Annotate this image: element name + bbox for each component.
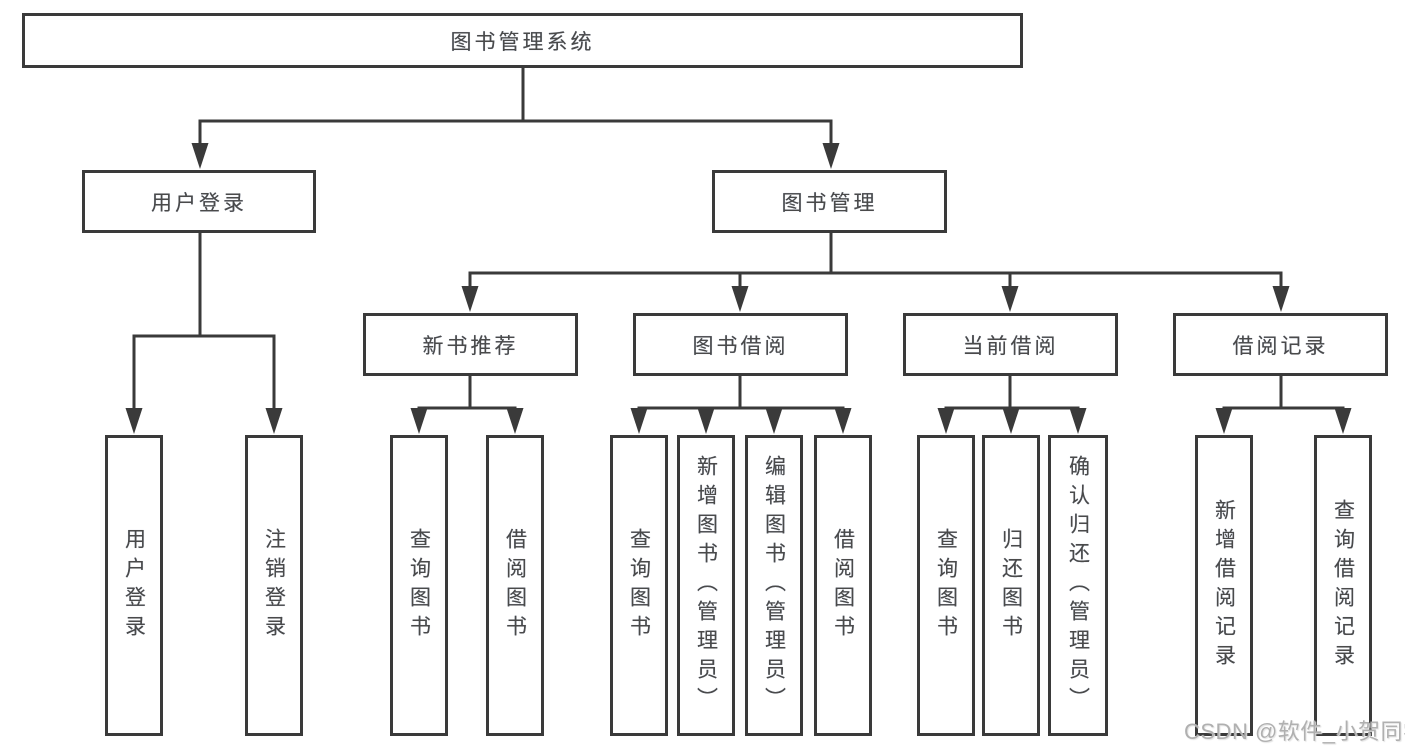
node-label: 借阅图书 <box>503 527 527 644</box>
node-label: 用户登录 <box>122 527 146 644</box>
leaf-nbr-query-books: 查询图书 <box>390 435 448 736</box>
node-label: 当前借阅 <box>962 334 1059 358</box>
csdn-watermark: CSDN @软件_小贺同学 <box>1184 719 1405 744</box>
node-label: 注销登录 <box>262 527 286 644</box>
node-label: 新增图书（管理员） <box>694 455 718 716</box>
leaf-logout: 注销登录 <box>245 435 303 736</box>
node-label: 确认归还（管理员） <box>1066 455 1090 716</box>
node-label: 图书管理 <box>781 191 878 215</box>
connector-borrow-records-to-leaves <box>1222 374 1345 410</box>
leaf-cb-query-books: 查询图书 <box>917 435 975 736</box>
node-label: 查询图书 <box>627 527 651 644</box>
arrowheads <box>125 143 1352 434</box>
node-label: 查询图书 <box>934 527 958 644</box>
node-label: 新书推荐 <box>422 334 519 358</box>
node-user-login: 用户登录 <box>82 170 316 233</box>
node-label: 借阅记录 <box>1232 334 1329 358</box>
node-new-book-recommend: 新书推荐 <box>363 313 578 376</box>
leaf-bb-borrow-books: 借阅图书 <box>814 435 872 736</box>
node-root-library-management-system: 图书管理系统 <box>22 13 1023 68</box>
node-label: 查询图书 <box>407 527 431 644</box>
leaf-user-login: 用户登录 <box>105 435 163 736</box>
leaf-cb-confirm-return-admin: 确认归还（管理员） <box>1048 435 1108 736</box>
node-label: 用户登录 <box>151 191 247 215</box>
node-label: 图书管理系统 <box>450 30 595 54</box>
connector-user-login-to-leaves <box>132 231 276 411</box>
node-label: 借阅图书 <box>831 527 855 644</box>
leaf-br-add-record: 新增借阅记录 <box>1195 435 1253 736</box>
node-label: 编辑图书（管理员） <box>762 455 786 716</box>
leaf-cb-return-books: 归还图书 <box>982 435 1040 736</box>
node-label: 图书借阅 <box>692 334 789 358</box>
leaf-bb-edit-books-admin: 编辑图书（管理员） <box>745 435 803 736</box>
leaf-nbr-borrow-books: 借阅图书 <box>486 435 544 736</box>
connector-current-borrow-to-leaves <box>944 374 1080 410</box>
node-book-management: 图书管理 <box>712 170 947 233</box>
connector-book-management-to-level3 <box>468 231 1283 289</box>
leaf-bb-query-books: 查询图书 <box>610 435 668 736</box>
node-borrow-records: 借阅记录 <box>1173 313 1388 376</box>
node-label: 查询借阅记录 <box>1331 498 1355 673</box>
node-current-borrow: 当前借阅 <box>903 313 1118 376</box>
connector-root-to-level2 <box>198 66 833 147</box>
leaf-bb-add-books-admin: 新增图书（管理员） <box>677 435 735 736</box>
node-book-borrow: 图书借阅 <box>633 313 848 376</box>
leaf-br-query-record: 查询借阅记录 <box>1314 435 1372 736</box>
connector-new-book-recommend-to-leaves <box>417 374 517 410</box>
connector-book-borrow-to-leaves <box>637 374 845 410</box>
node-label: 新增借阅记录 <box>1212 498 1236 673</box>
node-label: 归还图书 <box>999 527 1023 644</box>
